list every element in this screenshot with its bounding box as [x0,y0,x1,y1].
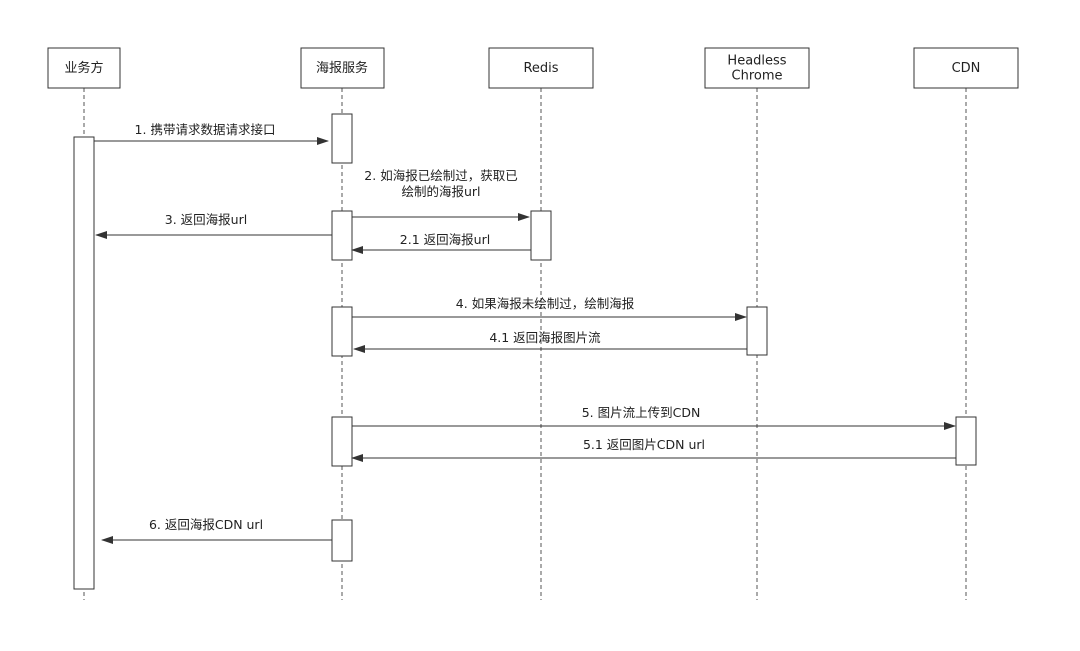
message-label: 6. 返回海报CDN url [149,517,263,532]
participant-label: 业务方 [64,60,103,76]
activation-chrome [746,306,768,356]
participant-cdn: CDN [913,47,1019,89]
message-8: 5.1 返回图片CDN url [351,437,956,462]
message-6: 4.1 返回海报图片流 [353,330,747,353]
message-4: 2.1 返回海报url [351,232,531,254]
participant-box [47,47,121,89]
message-label: 5. 图片流上传到CDN [582,405,701,420]
activation-biz [73,136,95,590]
activation-cdn [955,416,977,466]
participant-label: Headless [727,54,786,69]
message-label: 5.1 返回图片CDN url [583,437,705,452]
participant-redis: Redis [488,47,594,89]
message-1: 1. 携带请求数据请求接口 [94,122,329,145]
activation-poster [331,416,353,467]
activation-poster [331,519,353,562]
message-label: 3. 返回海报url [165,212,247,227]
message-5: 4. 如果海报未绘制过，绘制海报 [352,296,747,321]
message-3: 3. 返回海报url [95,212,332,239]
participant-box [704,47,810,89]
activation-poster [331,306,353,357]
message-7: 5. 图片流上传到CDN [352,405,956,430]
participant-poster: 海报服务 [300,47,385,89]
message-label: 4. 如果海报未绘制过，绘制海报 [456,296,635,311]
message-label: 1. 携带请求数据请求接口 [135,122,276,137]
participant-box [488,47,594,89]
participant-biz: 业务方 [47,47,121,89]
participant-label: 海报服务 [316,60,368,76]
message-label: 4.1 返回海报图片流 [489,330,601,345]
activation-poster [331,113,353,164]
message-label: 2.1 返回海报url [400,232,490,247]
participant-label: Chrome [732,69,783,84]
activation-redis [530,210,552,261]
message-label: 2. 如海报已绘制过，获取已 [364,168,517,183]
message-9: 6. 返回海报CDN url [101,517,332,544]
participant-label: Redis [523,61,558,76]
participant-box [300,47,385,89]
message-label: 绘制的海报url [401,184,480,199]
participant-label: CDN [952,61,981,76]
activation-poster [331,210,353,261]
participant-box [913,47,1019,89]
